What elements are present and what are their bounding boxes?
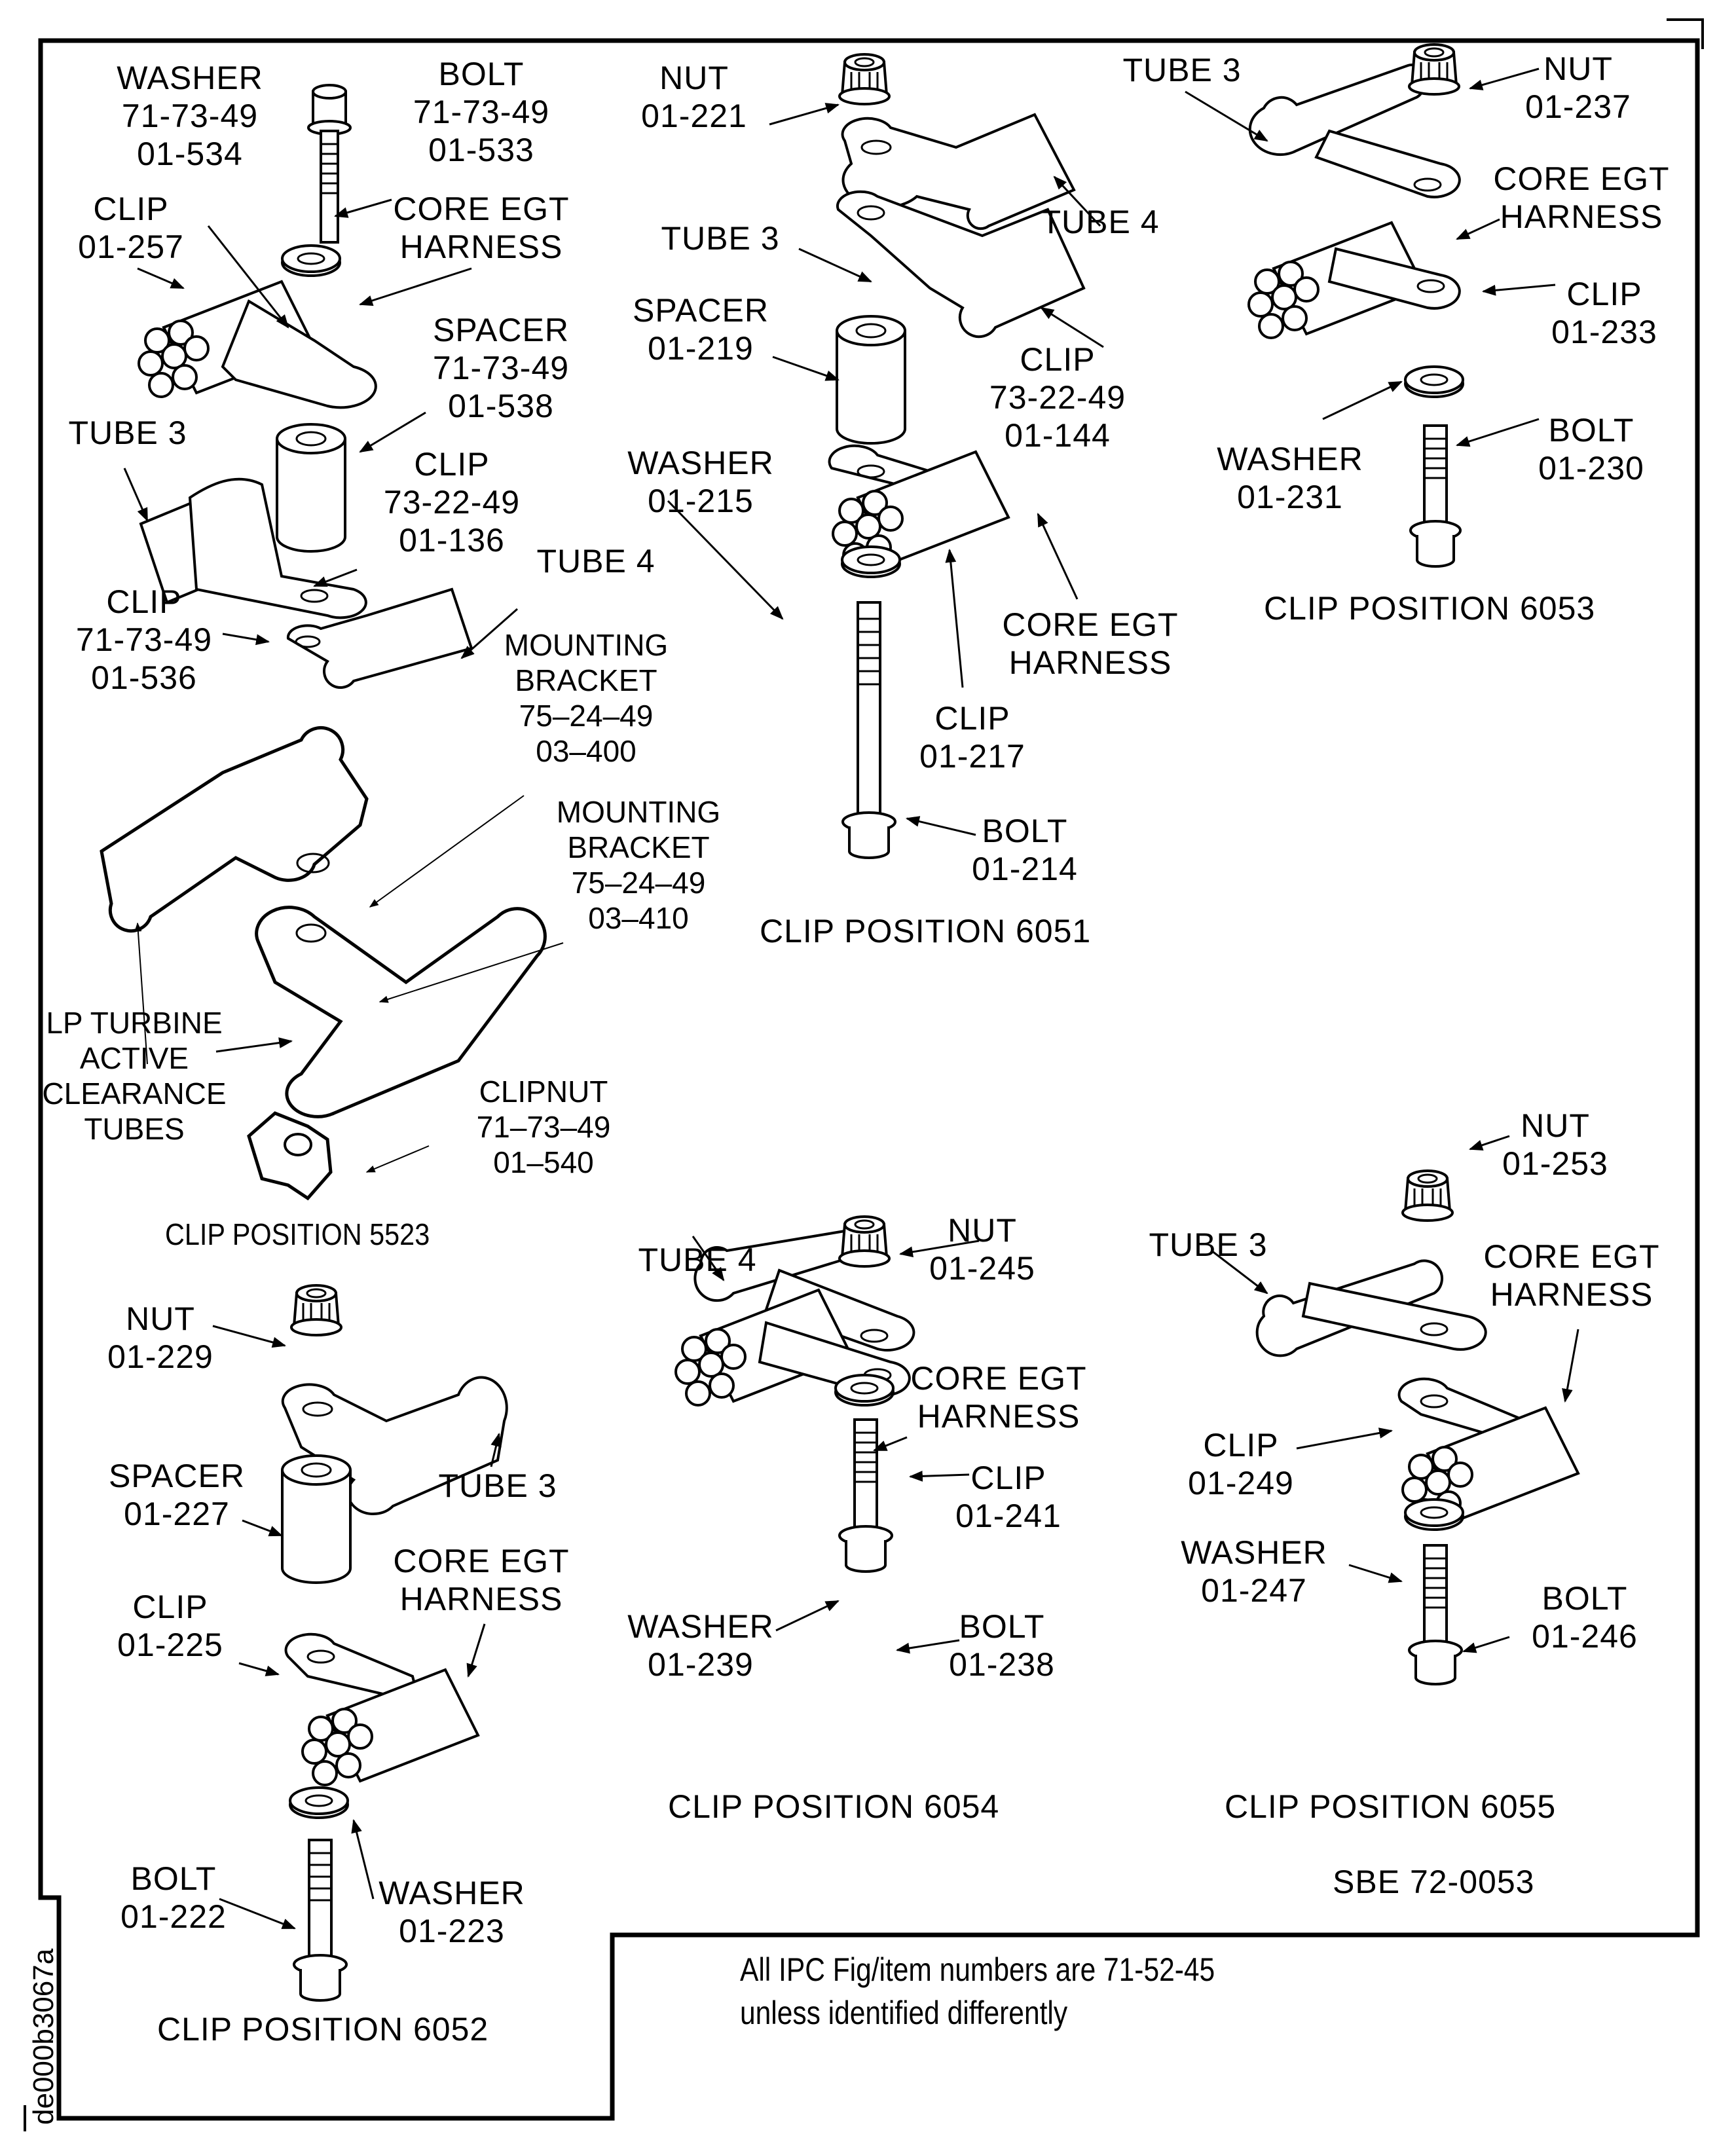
bolt-01-214-drawing: [841, 601, 896, 859]
nut-01-253-drawing: [1401, 1169, 1454, 1222]
mounting-bracket-410-drawing: [255, 906, 547, 1118]
sbe-reference: SBE 72-0053: [1333, 1864, 1535, 1900]
nut-01-221-drawing: [838, 53, 891, 105]
label-tube-3: TUBE 3: [1122, 52, 1242, 88]
label-bolt-01-214: BOLT 01-214: [972, 813, 1078, 887]
label-spacer-01-219: SPACER 01-219: [633, 292, 769, 367]
label-core-egt-harness: CORE EGT HARNESS: [393, 191, 570, 265]
label-washer-01-534: WASHER 71-73-49 01-534: [117, 60, 263, 172]
label-clip-01-241: CLIP 01-241: [955, 1460, 1062, 1534]
label-washer-01-247: WASHER 01-247: [1181, 1534, 1327, 1609]
mounting-bracket-400-drawing: [100, 726, 369, 933]
tube3-clip-6052-drawing: [281, 1376, 508, 1516]
label-core-egt-harness: CORE EGT HARNESS: [1493, 160, 1670, 235]
corner-mark: [1667, 18, 1704, 49]
label-nut-01-221: NUT 01-221: [641, 60, 747, 134]
label-core-egt-harness: CORE EGT HARNESS: [1002, 606, 1179, 681]
drawing-id: de000b3067a: [28, 1948, 60, 2125]
tube3-clip-144-drawing: [836, 190, 1086, 339]
washer-01-231-drawing: [1404, 365, 1464, 398]
label-clip-73-22-49-01-136: CLIP 73-22-49 01-136: [383, 446, 521, 559]
bolt-01-533-drawing: [307, 84, 352, 244]
label-washer-01-231: WASHER 01-231: [1217, 441, 1363, 515]
spacer-01-538-drawing: [276, 423, 346, 553]
label-lp-turbine-active-clearance-tubes: LP TURBINE ACTIVE CLEARANCE TUBES: [42, 1006, 227, 1146]
bolt-01-238-drawing: [838, 1418, 893, 1573]
caption-clip-position-6055: CLIP POSITION 6055: [1225, 1788, 1557, 1825]
label-tube-3: TUBE 3: [438, 1467, 557, 1504]
label-nut-01-253: NUT 01-253: [1502, 1107, 1608, 1182]
label-washer-01-215: WASHER 01-215: [627, 445, 774, 519]
label-tube-4: TUBE 4: [638, 1242, 757, 1278]
bolt-01-246-drawing: [1408, 1544, 1463, 1685]
label-clip-73-22-49-01-144: CLIP 73-22-49 01-144: [989, 341, 1126, 454]
label-washer-01-223: WASHER 01-223: [379, 1875, 525, 1949]
washer-01-215-drawing: [841, 545, 901, 578]
label-clipnut-01-540: CLIPNUT 71–73–49 01–540: [476, 1075, 611, 1179]
label-bolt-01-230: BOLT 01-230: [1538, 412, 1644, 487]
spacer-01-227-drawing: [281, 1454, 352, 1584]
label-core-egt-harness: CORE EGT HARNESS: [1483, 1238, 1660, 1313]
spacer-01-219-drawing: [836, 315, 906, 445]
washer-01-223-drawing: [289, 1786, 349, 1819]
frame-border: [38, 38, 1700, 2121]
label-spacer-01-227: SPACER 01-227: [109, 1458, 245, 1532]
label-washer-01-239: WASHER 01-239: [627, 1608, 774, 1683]
label-clip-01-257: CLIP 01-257: [78, 191, 184, 265]
label-spacer-01-538: SPACER 71-73-49 01-538: [432, 312, 570, 424]
label-mounting-bracket-03-400: MOUNTING BRACKET 75–24–49 03–400: [504, 628, 669, 768]
caption-clip-position-6054: CLIP POSITION 6054: [668, 1788, 1000, 1825]
tube4-clip-drawing: [286, 587, 473, 689]
label-tube-4: TUBE 4: [536, 543, 656, 579]
ipc-note-line-2: unless identified differently: [740, 1995, 1068, 2031]
clipnut-01-540-drawing: [247, 1111, 333, 1201]
label-clip-01-225: CLIP 01-225: [117, 1589, 223, 1663]
label-tube-4: TUBE 4: [1041, 204, 1160, 240]
ipc-note: All IPC Fig/item numbers are 71-52-45 un…: [740, 1948, 1215, 2034]
bolt-01-230-drawing: [1409, 424, 1462, 568]
caption-clip-position-5523: CLIP POSITION 5523: [165, 1217, 430, 1251]
nut-01-245-drawing: [838, 1215, 891, 1268]
caption-clip-position-6051: CLIP POSITION 6051: [760, 913, 1092, 949]
label-mounting-bracket-03-410: MOUNTING BRACKET 75–24–49 03–410: [556, 795, 721, 935]
label-bolt-01-222: BOLT 01-222: [120, 1860, 227, 1935]
label-nut-01-237: NUT 01-237: [1525, 50, 1631, 125]
label-nut-01-245: NUT 01-245: [929, 1212, 1035, 1287]
bolt-01-222-drawing: [293, 1839, 348, 2002]
caption-clip-position-6053: CLIP POSITION 6053: [1264, 590, 1596, 627]
label-tube-3: TUBE 3: [68, 414, 187, 451]
washer-01-534-drawing: [281, 244, 341, 277]
label-core-egt-harness: CORE EGT HARNESS: [393, 1543, 570, 1617]
label-bolt-01-533: BOLT 71-73-49 01-533: [413, 56, 550, 168]
nut-01-237-drawing: [1408, 43, 1460, 96]
label-bolt-01-246: BOLT 01-246: [1532, 1580, 1638, 1655]
label-clip-01-249: CLIP 01-249: [1188, 1427, 1294, 1501]
label-nut-01-229: NUT 01-229: [107, 1300, 213, 1375]
washer-01-239-drawing: [834, 1374, 895, 1407]
label-bolt-01-238: BOLT 01-238: [949, 1608, 1055, 1683]
caption-clip-position-6052: CLIP POSITION 6052: [157, 2011, 489, 2048]
washer-01-247-drawing: [1404, 1498, 1464, 1531]
label-clip-01-233: CLIP 01-233: [1551, 276, 1657, 350]
label-tube-3: TUBE 3: [1149, 1226, 1268, 1263]
label-clip-01-217: CLIP 01-217: [919, 700, 1025, 775]
label-tube-3: TUBE 3: [661, 220, 780, 257]
label-clip-71-73-49-01-536: CLIP 71-73-49 01-536: [75, 583, 213, 696]
label-core-egt-harness: CORE EGT HARNESS: [910, 1360, 1087, 1435]
nut-01-229-drawing: [290, 1284, 342, 1336]
ipc-note-line-1: All IPC Fig/item numbers are 71-52-45: [740, 1951, 1215, 1988]
